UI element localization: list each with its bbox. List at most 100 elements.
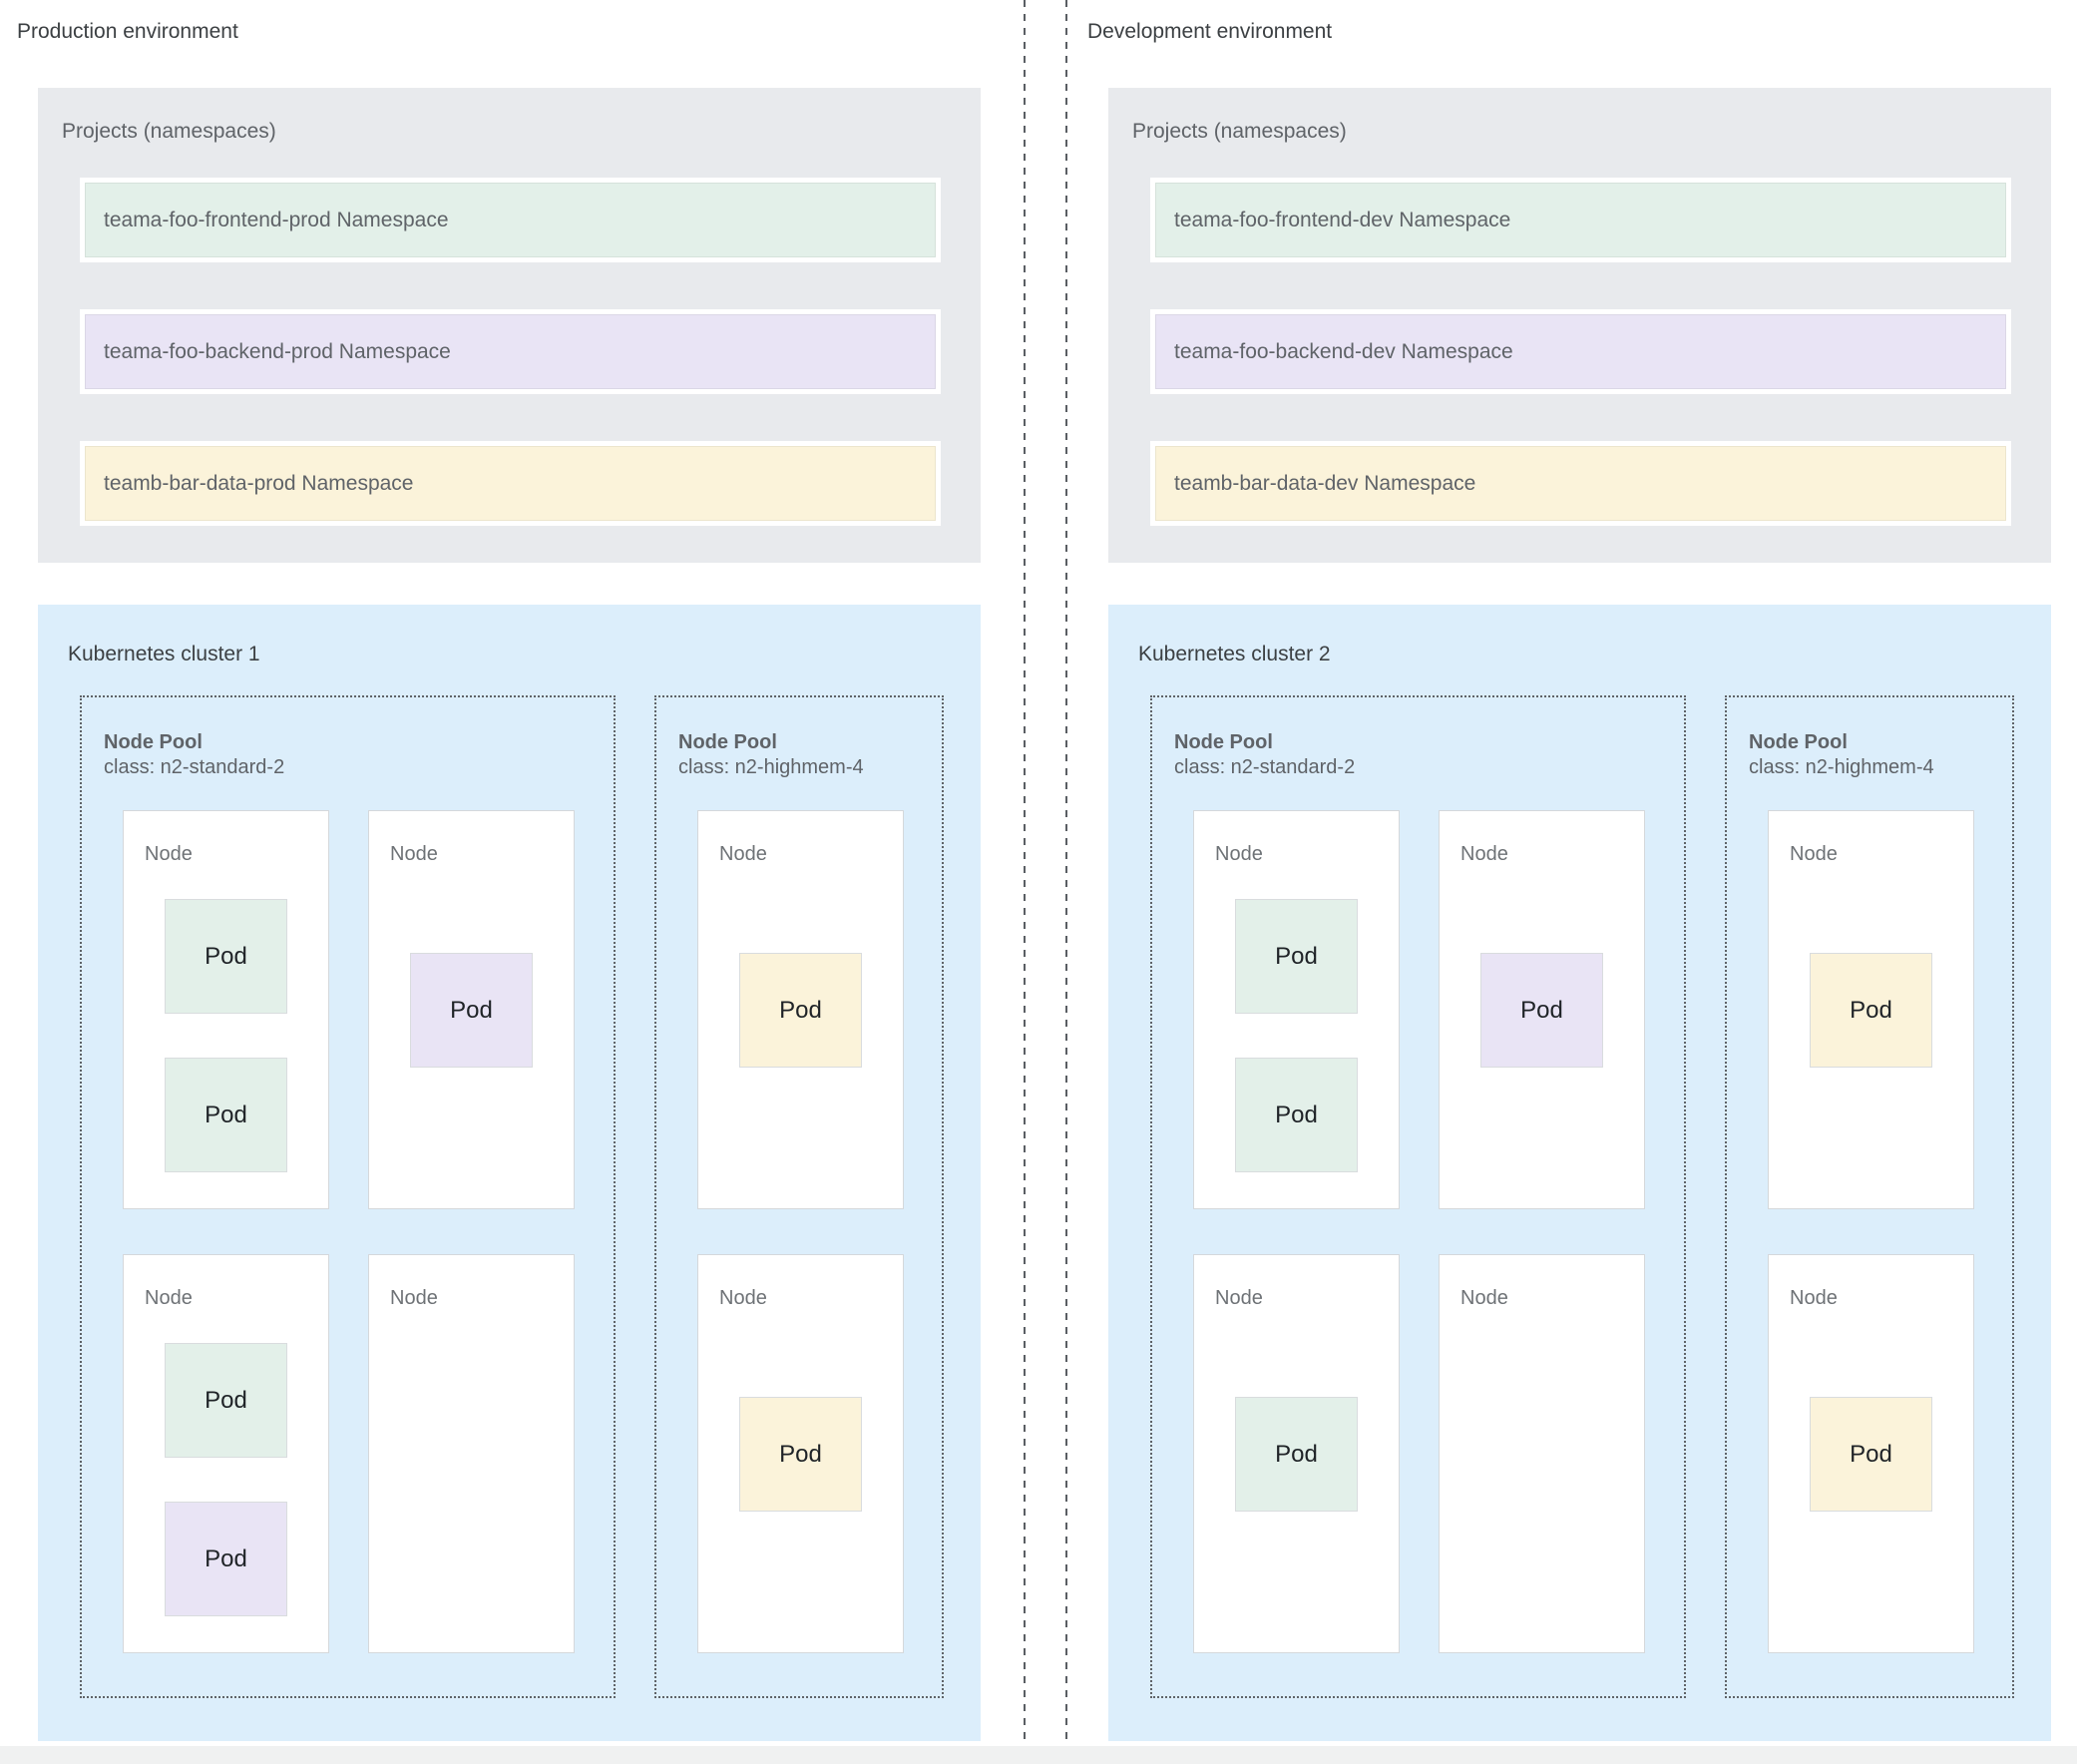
projects-box: Projects (namespaces) teama-foo-frontend… bbox=[38, 88, 981, 563]
namespace-label: teamb-bar-data-prod Namespace bbox=[85, 446, 936, 521]
pod-label: Pod bbox=[205, 1386, 247, 1414]
pod: Pod bbox=[1480, 953, 1603, 1068]
pod-slots: Pod Pod bbox=[1194, 811, 1399, 1208]
pod: Pod bbox=[165, 1343, 287, 1458]
pod-label: Pod bbox=[779, 1440, 822, 1468]
pod: Pod bbox=[165, 1058, 287, 1172]
environment-title: Production environment bbox=[17, 20, 238, 43]
node-pool-class-label: class: n2-highmem-4 bbox=[1749, 756, 1934, 778]
pod-slots bbox=[369, 1255, 574, 1652]
node: Node Pod bbox=[697, 1254, 904, 1653]
pod: Pod bbox=[1235, 1058, 1358, 1172]
pod: Pod bbox=[410, 953, 533, 1068]
node: Node Pod bbox=[1768, 810, 1974, 1209]
pod: Pod bbox=[1810, 953, 1932, 1068]
namespace-row: teama-foo-backend-dev Namespace bbox=[1150, 309, 2011, 394]
pod-label: Pod bbox=[1850, 1440, 1892, 1468]
namespace-label: teama-foo-frontend-prod Namespace bbox=[85, 183, 936, 257]
node-label: Node bbox=[1215, 1287, 1263, 1309]
pod-slots: Pod Pod bbox=[124, 1255, 328, 1652]
kubernetes-cluster-box: Kubernetes cluster 2 Node Pool class: n2… bbox=[1108, 605, 2051, 1741]
namespace-label: teama-foo-backend-prod Namespace bbox=[85, 314, 936, 389]
environment-title: Development environment bbox=[1087, 20, 1333, 43]
node: Node Pod bbox=[697, 810, 904, 1209]
node-pool-class-label: class: n2-standard-2 bbox=[1174, 756, 1356, 778]
namespace-list: teama-foo-frontend-dev Namespace teama-f… bbox=[1150, 178, 2011, 526]
pod-slots: Pod Pod bbox=[124, 811, 328, 1208]
pod-slots bbox=[1440, 1255, 1644, 1652]
node: Node Pod bbox=[1193, 1254, 1400, 1653]
node-pool-title: Node Pool class: n2-highmem-4 bbox=[678, 730, 864, 780]
page-bottom-strip bbox=[0, 1746, 2077, 1764]
node: Node bbox=[368, 1254, 575, 1653]
node-pool-name: Node Pool bbox=[1174, 731, 1273, 753]
pod-label: Pod bbox=[450, 996, 493, 1024]
pod: Pod bbox=[1235, 899, 1358, 1014]
node-label: Node bbox=[1460, 843, 1508, 865]
environment-development: Development environment Projects (namesp… bbox=[1087, 0, 2051, 1764]
node-pools-area: Node Pool class: n2-standard-2 Node bbox=[1150, 695, 2014, 1698]
node-pool: Node Pool class: n2-standard-2 Node bbox=[80, 695, 616, 1698]
pod-slots: Pod bbox=[1769, 1255, 1973, 1652]
namespace-row: teama-foo-frontend-dev Namespace bbox=[1150, 178, 2011, 262]
namespace-label: teama-foo-frontend-dev Namespace bbox=[1155, 183, 2006, 257]
pod-label: Pod bbox=[205, 942, 247, 970]
pod-label: Pod bbox=[779, 996, 822, 1024]
pod-slots: Pod bbox=[1440, 811, 1644, 1208]
node-pool-class-label: class: n2-highmem-4 bbox=[678, 756, 864, 778]
environment-production: Production environment Projects (namespa… bbox=[17, 0, 981, 1764]
pod-slots: Pod bbox=[1194, 1255, 1399, 1652]
node: Node Pod bbox=[123, 810, 329, 1209]
pod-label: Pod bbox=[1520, 996, 1563, 1024]
node-pool: Node Pool class: n2-highmem-4 Node bbox=[1725, 695, 2014, 1698]
node-pool: Node Pool class: n2-highmem-4 Node bbox=[654, 695, 944, 1698]
namespace-row: teamb-bar-data-prod Namespace bbox=[80, 441, 941, 526]
node-pool: Node Pool class: n2-standard-2 Node bbox=[1150, 695, 1686, 1698]
node: Node Pod bbox=[1439, 810, 1645, 1209]
node: Node Pod bbox=[1768, 1254, 1974, 1653]
node-grid: Node Pod bbox=[1193, 810, 1649, 1653]
cluster-title: Kubernetes cluster 1 bbox=[68, 643, 260, 665]
node-label: Node bbox=[390, 1287, 438, 1309]
pod-label: Pod bbox=[205, 1101, 247, 1128]
namespace-row: teama-foo-backend-prod Namespace bbox=[80, 309, 941, 394]
node-pool-title: Node Pool class: n2-highmem-4 bbox=[1749, 730, 1934, 780]
namespace-label: teama-foo-backend-dev Namespace bbox=[1155, 314, 2006, 389]
pod: Pod bbox=[739, 1397, 862, 1512]
pod-label: Pod bbox=[1275, 1440, 1318, 1468]
pod-slots: Pod bbox=[1769, 811, 1973, 1208]
node-pool-title: Node Pool class: n2-standard-2 bbox=[104, 730, 284, 780]
pod-slots: Pod bbox=[698, 811, 903, 1208]
node-pool-title: Node Pool class: n2-standard-2 bbox=[1174, 730, 1355, 780]
node-label: Node bbox=[719, 843, 767, 865]
node-pool-class-label: class: n2-standard-2 bbox=[104, 756, 285, 778]
node: Node Pod bbox=[1193, 810, 1400, 1209]
pod: Pod bbox=[1235, 1397, 1358, 1512]
pod-slots: Pod bbox=[698, 1255, 903, 1652]
pod-label: Pod bbox=[1275, 942, 1318, 970]
pod: Pod bbox=[1810, 1397, 1932, 1512]
pod: Pod bbox=[165, 899, 287, 1014]
node: Node Pod bbox=[123, 1254, 329, 1653]
node-label: Node bbox=[719, 1287, 767, 1309]
environment-divider-line bbox=[1024, 0, 1026, 1764]
node-label: Node bbox=[1790, 843, 1838, 865]
projects-box-title: Projects (namespaces) bbox=[1132, 120, 1347, 143]
namespace-label: teamb-bar-data-dev Namespace bbox=[1155, 446, 2006, 521]
environment-divider-line bbox=[1065, 0, 1067, 1764]
node-label: Node bbox=[145, 843, 193, 865]
node: Node Pod bbox=[368, 810, 575, 1209]
node: Node bbox=[1439, 1254, 1645, 1653]
pod-label: Pod bbox=[1275, 1101, 1318, 1128]
projects-box-title: Projects (namespaces) bbox=[62, 120, 276, 143]
pod-label: Pod bbox=[1850, 996, 1892, 1024]
node-label: Node bbox=[1215, 843, 1263, 865]
pod: Pod bbox=[165, 1502, 287, 1616]
node-grid: Node Pod bbox=[1768, 810, 1977, 1653]
node-pool-name: Node Pool bbox=[678, 731, 777, 753]
kubernetes-cluster-box: Kubernetes cluster 1 Node Pool class: n2… bbox=[38, 605, 981, 1741]
namespace-list: teama-foo-frontend-prod Namespace teama-… bbox=[80, 178, 941, 526]
pod: Pod bbox=[739, 953, 862, 1068]
namespace-row: teama-foo-frontend-prod Namespace bbox=[80, 178, 941, 262]
node-grid: Node Pod bbox=[123, 810, 579, 1653]
